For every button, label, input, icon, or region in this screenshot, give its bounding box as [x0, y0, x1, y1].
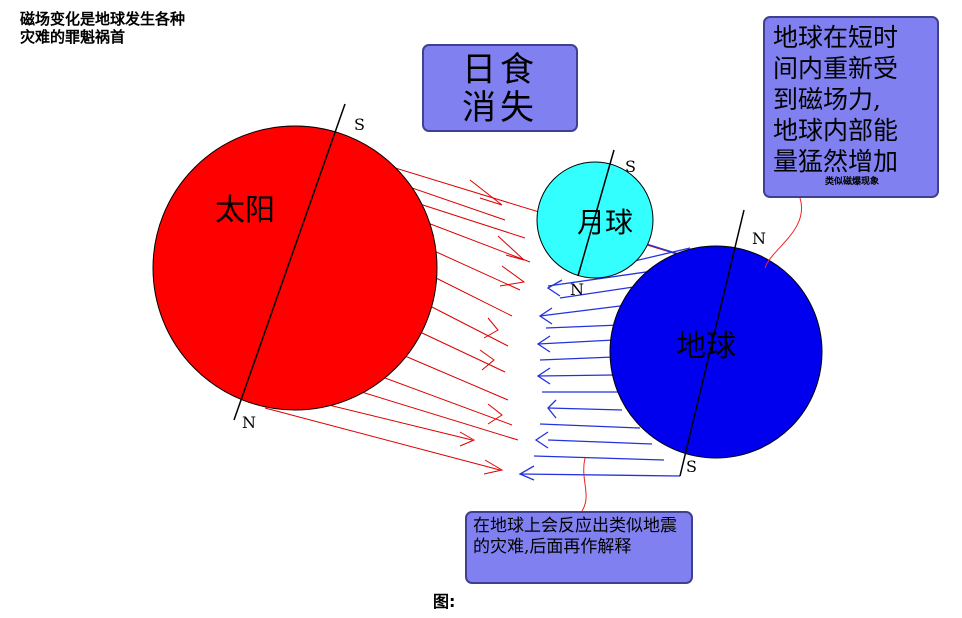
- earth-field-arrow: [538, 307, 553, 325]
- earth-field-line: [519, 473, 681, 477]
- quake-box: 在地球上会反应出类似地震的灾难,后面再作解释: [465, 511, 693, 584]
- earth-field-arrow: [546, 279, 563, 297]
- earth-field-line: [537, 374, 615, 377]
- earth-field-line: [545, 324, 621, 329]
- earth-label: 地球: [676, 329, 736, 364]
- sun-field-arrow: [483, 317, 499, 339]
- sun-pole-bottom: N: [242, 413, 256, 432]
- earth-box-line: 间内重新受: [773, 54, 899, 83]
- earth-field-line: [539, 304, 629, 317]
- earth-energy-box: 地球在短时 间内重新受 到磁场力, 地球内部能 量猛然增加 类似磁爆现象: [763, 16, 939, 198]
- sun-pole-top: S: [354, 115, 365, 134]
- earth-callout-leader: [764, 197, 803, 269]
- earth-field-line: [547, 407, 623, 411]
- earth-box-small-note: 类似磁爆现象: [824, 177, 879, 187]
- earth-box-line: 地球在短时: [773, 23, 899, 52]
- sun-field-line: [264, 407, 501, 471]
- top-note: 磁场变化是地球发生各种灾难的罪魁祸首: [20, 10, 186, 46]
- earth-field-arrow: [536, 367, 551, 385]
- moon-pole-top: S: [625, 157, 636, 176]
- sun-field-arrow: [469, 179, 503, 206]
- sun-field-arrow: [487, 403, 503, 425]
- sun-field-line: [419, 219, 531, 263]
- sun-field-arrow: [459, 431, 476, 447]
- moon-label: 月球: [577, 206, 633, 239]
- sun-label: 太阳: [215, 193, 275, 228]
- sun-circle: [152, 125, 438, 411]
- moon-pole-bottom: N: [570, 280, 584, 299]
- sun-field-line: [384, 377, 513, 426]
- moon-circle: [536, 161, 654, 279]
- sun-field-arrow: [497, 235, 525, 261]
- earth-pole-top: N: [752, 229, 766, 248]
- sun-field-arrow: [483, 459, 504, 475]
- earth-box-line: 地球内部能: [773, 116, 899, 145]
- sun-field-line: [354, 389, 519, 441]
- earth-circle: [609, 245, 823, 459]
- sun-field-line: [419, 331, 506, 373]
- figure-caption: 图:: [433, 592, 456, 611]
- moon-axis: [577, 149, 615, 277]
- earth-field-line: [533, 455, 665, 461]
- sun-field-line: [435, 277, 513, 317]
- earth-field-line: [537, 339, 615, 345]
- earth-field-arrow: [536, 335, 551, 353]
- earth-box-line: 到磁场力,: [773, 85, 881, 114]
- sun-field-line: [429, 305, 509, 347]
- quake-callout-leader: [581, 457, 587, 512]
- sun-field-line: [404, 355, 509, 401]
- earth-field-line: [547, 439, 653, 445]
- earth-field-line: [547, 269, 661, 287]
- earth-field-arrow: [534, 431, 549, 449]
- earth-field-line: [539, 423, 641, 429]
- earth-field-arrow: [518, 465, 535, 481]
- eclipse-box: 日食 消失: [422, 44, 578, 132]
- sun-field-arrow: [499, 265, 526, 287]
- sun-axis: [233, 103, 346, 421]
- earth-pole-bottom: S: [686, 457, 697, 476]
- eclipse-line-2: 消失: [462, 88, 538, 128]
- eclipse-line-1: 日食: [462, 50, 538, 90]
- earth-field-line: [559, 285, 641, 299]
- sun-field-arrow: [479, 349, 495, 371]
- earth-axis: [679, 209, 745, 477]
- sun-field-line: [431, 249, 521, 291]
- earth-box-line: 量猛然增加: [773, 147, 899, 176]
- earth-field-line: [539, 356, 615, 361]
- earth-field-arrow: [547, 399, 557, 419]
